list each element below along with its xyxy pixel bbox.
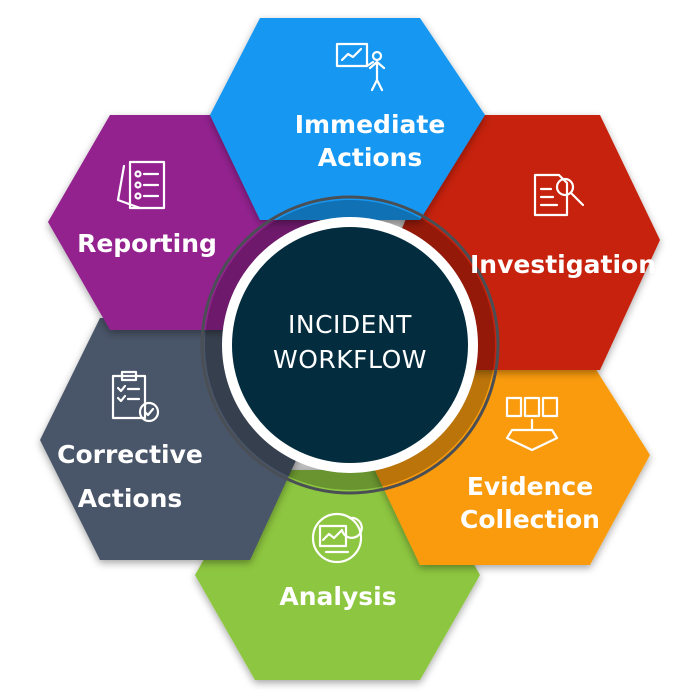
label-investigation: Investigation <box>470 250 656 279</box>
label-immediate-line2: Actions <box>318 143 423 172</box>
clipboard-check-icon <box>111 370 160 423</box>
label-corrective-line1: Corrective <box>57 440 203 469</box>
label-corrective-line2: Actions <box>78 484 183 513</box>
document-search-icon <box>533 173 585 217</box>
files-collection-icon <box>505 396 559 452</box>
label-reporting: Reporting <box>77 229 217 258</box>
label-analysis: Analysis <box>279 582 396 611</box>
center-circle[interactable] <box>232 227 468 463</box>
center-title-line1: INCIDENT <box>288 310 412 339</box>
analytics-screen-icon <box>311 512 363 564</box>
presentation-icon <box>335 42 386 92</box>
center-title-line2: WORKFLOW <box>273 345 427 374</box>
label-evidence-line2: Collection <box>460 505 600 534</box>
report-pages-icon <box>116 160 166 210</box>
outer-ring <box>200 195 500 495</box>
label-evidence-line1: Evidence <box>467 472 593 501</box>
hexagon-immediate-actions[interactable] <box>210 18 485 220</box>
label-immediate-line1: Immediate <box>295 110 446 139</box>
